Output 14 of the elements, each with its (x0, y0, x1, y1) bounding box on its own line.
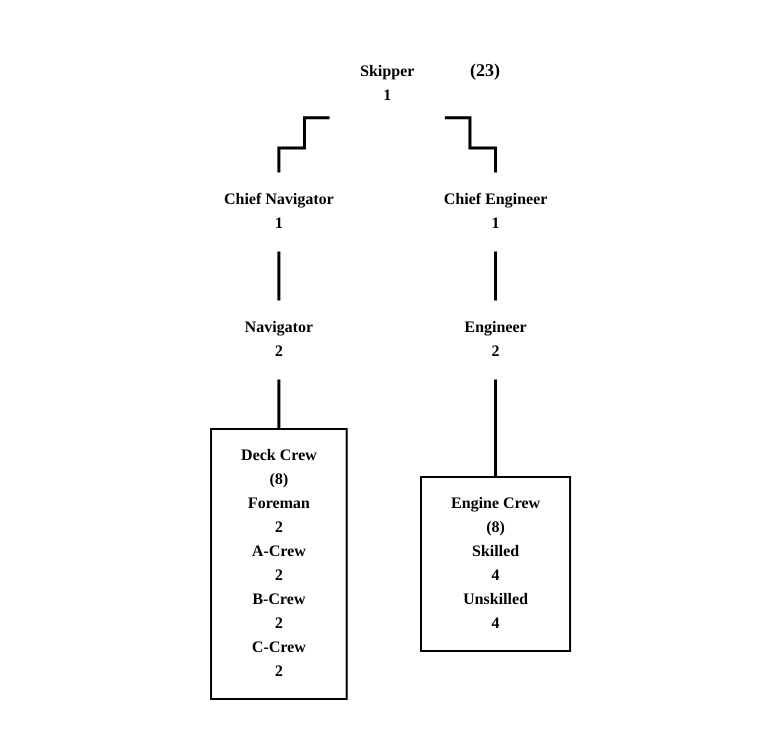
crew-total-label: (23) (470, 60, 500, 81)
node-text: Engineer 2 (464, 319, 526, 360)
node-text: Navigator 2 (244, 319, 313, 360)
connector (277, 378, 280, 430)
node-box: Deck Crew (8) Foreman 2 A-Crew 2 B-Crew 2 C-Crew 2 (210, 428, 348, 700)
node-text: Skipper 1 (360, 63, 414, 104)
connector (277, 116, 330, 174)
node-text: Chief Navigator 1 (224, 191, 334, 232)
connector (444, 116, 497, 174)
connector (494, 250, 497, 302)
node-text: Chief Engineer 1 (444, 191, 548, 232)
node-box: Engine Crew (8) Skilled 4 Unskilled 4 (420, 476, 571, 652)
connector (494, 378, 497, 478)
connector (277, 250, 280, 302)
